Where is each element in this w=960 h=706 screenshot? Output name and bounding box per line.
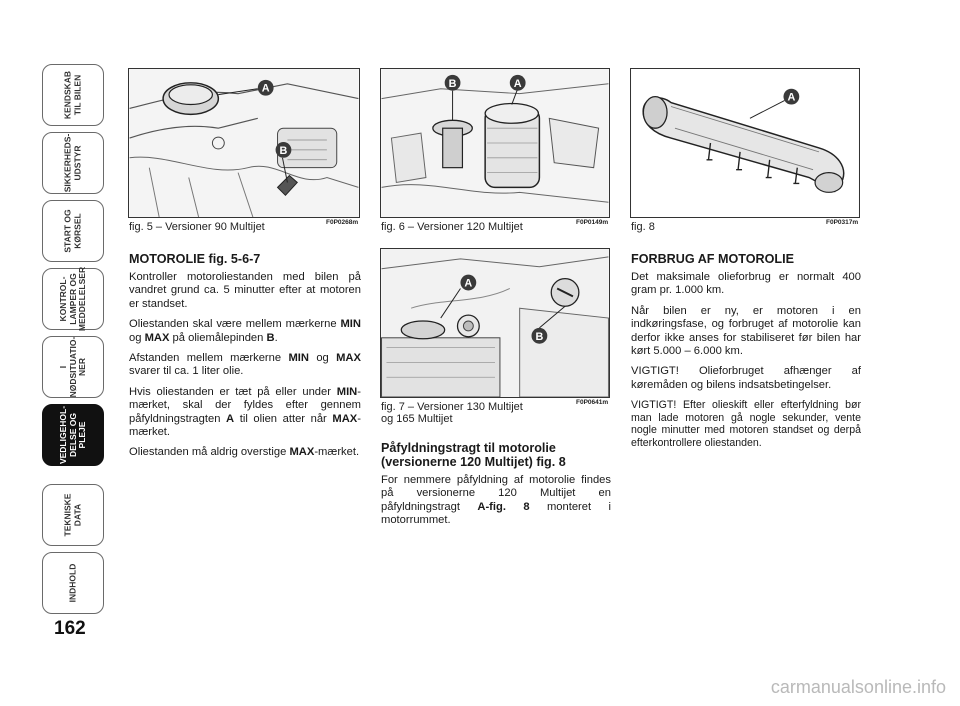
tab-label: KONTROL- LAMPER OG MEDDELELSER xyxy=(57,266,87,332)
figure-6-code: F0P0149m xyxy=(576,219,609,226)
tab-tekniske-data[interactable]: TEKNISKE DATA xyxy=(42,484,104,546)
marker-a xyxy=(460,274,477,291)
figure-7-caption-line2: og 165 Multijet xyxy=(381,413,453,425)
tab-label: TEKNISKE DATA xyxy=(62,493,83,537)
tab-indhold[interactable]: INDHOLD xyxy=(42,552,104,614)
svg-text:A: A xyxy=(262,83,270,95)
tab-start-og-korsel[interactable]: START OG KØRSEL xyxy=(42,200,104,262)
figure-8-caption: fig. 8 xyxy=(631,221,655,233)
marker-a xyxy=(783,88,800,105)
watermark: carmanualsonline.info xyxy=(770,677,946,697)
figure-8-filler-funnel: A xyxy=(630,68,860,218)
section-forbrug-af-motorolie: FORBRUG AF MOTOROLIE Det maksimale olief… xyxy=(631,252,861,457)
figure-5-code: F0P0268m xyxy=(326,219,359,226)
figure-6-engine-120-multijet: B A xyxy=(380,68,610,218)
tab-nodsituationer[interactable]: I NØDSITUATIO- NER xyxy=(42,336,104,398)
engine-illustration: B A xyxy=(381,69,609,217)
marker-a xyxy=(509,74,526,91)
tab-kontrollamper[interactable]: KONTROL- LAMPER OG MEDDELELSER xyxy=(42,267,104,331)
paragraph: Oliestanden må aldrig overstige MAX-mærk… xyxy=(129,446,360,459)
section-pafyldningstragt: Påfyldningstragt til motorolie (versione… xyxy=(381,441,611,535)
engine-illustration: A B xyxy=(129,69,359,217)
section-heading: Påfyldningstragt til motorolie (versione… xyxy=(381,441,566,469)
tab-label: KENDSKAB TIL BILEN xyxy=(62,70,83,120)
svg-text:B: B xyxy=(535,331,543,343)
paragraph: For nemmere påfyldning af motorolie find… xyxy=(381,474,611,527)
figure-7-code: F0P0641m xyxy=(576,399,609,406)
tab-label: I NØDSITUATIO- NER xyxy=(57,336,87,398)
section-heading: FORBRUG AF MOTOROLIE xyxy=(631,252,795,266)
svg-text:A: A xyxy=(464,277,472,289)
figure-7-caption-line1: fig. 7 – Versioner 130 Multijet xyxy=(381,401,523,413)
paragraph: Afstanden mellem mærkerne MIN og MAX sva… xyxy=(129,352,361,378)
marker-b xyxy=(531,327,548,344)
section-heading: MOTOROLIE fig. 5-6-7 xyxy=(129,252,261,266)
figure-8-code: F0P0317m xyxy=(826,219,859,226)
tab-sikkerhedsudstyr[interactable]: SIKKERHEDS- UDSTYR xyxy=(42,132,104,194)
figure-6-caption: fig. 6 – Versioner 120 Multijet xyxy=(381,221,523,233)
page-number: 162 xyxy=(54,618,86,639)
funnel-illustration: A xyxy=(631,69,859,217)
svg-text:B: B xyxy=(280,145,288,157)
paragraph: Hvis oliestanden er tæt på eller under M… xyxy=(129,385,361,439)
paragraph: Kontroller motoroliestanden med bilen på… xyxy=(129,271,361,310)
tab-label: VEDLIGEHOL- DELSE OG PLEJE xyxy=(57,405,87,465)
figure-7-caption: fig. 7 – Versioner 130 Multijet og 165 M… xyxy=(381,401,523,425)
tab-label: INDHOLD xyxy=(67,563,78,603)
paragraph: Det maksimale olieforbrug er normalt 400… xyxy=(631,271,861,297)
paragraph: Når bilen er ny, er motoren i en indkøri… xyxy=(631,304,861,358)
tab-label: SIKKERHEDS- UDSTYR xyxy=(62,133,83,193)
marker-b xyxy=(275,142,292,158)
engine-illustration: A B xyxy=(381,249,609,397)
svg-text:A: A xyxy=(787,92,795,104)
paragraph: Oliestanden skal være mellem mærkerne MI… xyxy=(129,318,361,344)
tab-kendskab-til-bilen[interactable]: KENDSKAB TIL BILEN xyxy=(42,64,104,126)
figure-5-engine-90-multijet: A B xyxy=(128,68,360,218)
marker-a xyxy=(257,79,274,96)
marker-b xyxy=(444,74,461,91)
tab-label: START OG KØRSEL xyxy=(62,209,83,253)
section-motorolie: MOTOROLIE fig. 5-6-7 Kontroller motoroli… xyxy=(129,252,361,467)
tab-vedligeholdelse[interactable]: VEDLIGEHOL- DELSE OG PLEJE xyxy=(42,404,104,466)
paragraph: VIGTIGT! Olieforbruget afhænger af kørem… xyxy=(631,365,861,391)
figure-5-caption: fig. 5 – Versioner 90 Multijet xyxy=(129,221,265,233)
figure-7-engine-130-165-multijet: A B xyxy=(380,248,610,398)
svg-text:B: B xyxy=(449,78,457,90)
paragraph: VIGTIGT! Efter olieskift eller efterfyld… xyxy=(631,399,861,450)
svg-text:A: A xyxy=(514,78,522,90)
